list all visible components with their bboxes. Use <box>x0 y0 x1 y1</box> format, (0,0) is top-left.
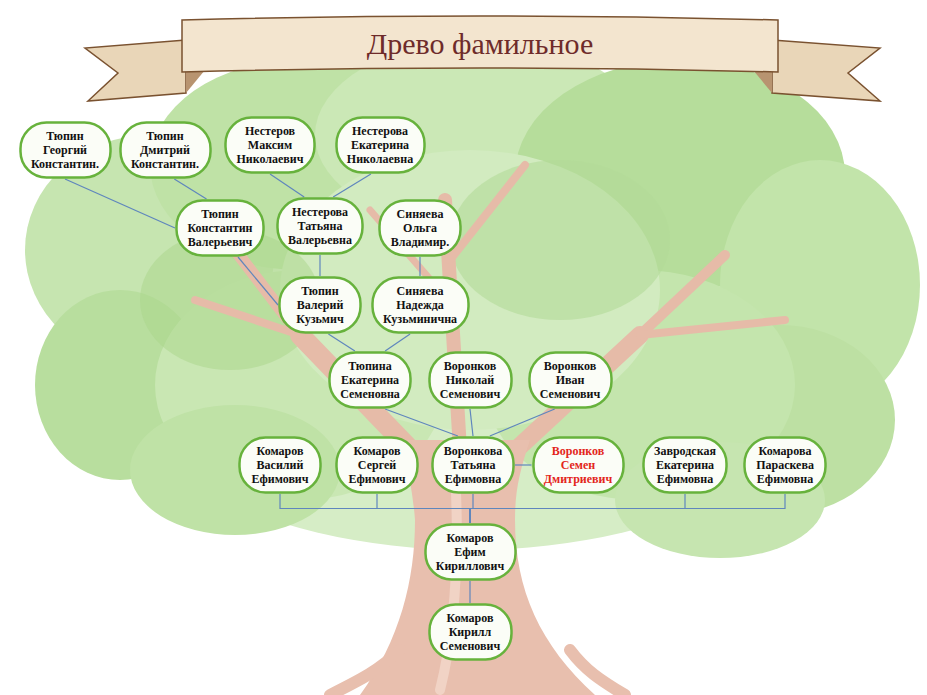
node-oval <box>330 353 411 408</box>
relation-line <box>238 257 278 305</box>
person-name: Завродская Екатерина Ефимовна <box>654 444 716 486</box>
person-name: Комаров Ефим Кириллович <box>436 531 505 573</box>
person-node: Синяева Ольга Владимир. <box>378 199 462 257</box>
relation-line <box>319 255 320 276</box>
node-oval <box>644 438 727 493</box>
banner-tail <box>85 40 186 101</box>
person-node: Тюпин Константин Валерьевич <box>175 199 265 257</box>
person-node: Воронкова Татьяна Ефимовна <box>431 436 515 494</box>
banner-band <box>182 16 778 72</box>
person-name: Комаров Сергей Ефимович <box>348 444 405 486</box>
person-name: Воронков Семен Дмитриевич <box>544 444 612 486</box>
banner-fold <box>753 70 772 93</box>
relation-line <box>490 409 555 436</box>
person-node: Воронков Николай Семенович <box>428 351 513 409</box>
relation-line <box>515 464 532 465</box>
person-name: Нестеров Максим Николаевич <box>236 124 303 166</box>
relation-line <box>385 409 458 436</box>
person-name: Комарова Параскева Ефимовна <box>756 444 814 486</box>
node-oval <box>380 201 461 256</box>
person-node: Тюпина Екатерина Семеновна <box>328 351 412 409</box>
relation-line <box>333 174 371 197</box>
diagram-title: Древо фамильное <box>182 20 778 68</box>
title-banner <box>85 16 880 101</box>
relation-line <box>270 174 304 197</box>
person-name: Воронков Николай Семенович <box>440 359 500 401</box>
person-node: Комаров Кирилл Семенович <box>428 603 513 661</box>
canopy-blob <box>450 160 670 320</box>
person-name: Синяева Надежда Кузьминична <box>383 284 457 326</box>
node-oval <box>20 123 110 178</box>
person-name: Тюпин Валерий Кузьмич <box>296 284 343 326</box>
person-node: Комаров Ефим Кириллович <box>424 523 517 581</box>
node-oval <box>425 525 515 580</box>
person-node: Тюпин Георгий Константин. <box>19 121 112 179</box>
tree-branch <box>640 320 785 335</box>
person-name: Комаров Василий Ефимович <box>251 444 308 486</box>
banner-tail <box>772 40 880 101</box>
node-oval <box>533 438 623 493</box>
person-name: Нестерова Татьяна Валерьевна <box>288 205 352 247</box>
relation-line <box>470 494 785 523</box>
person-node: Нестерова Татьяна Валерьевна <box>276 197 364 255</box>
person-name: Комаров Кирилл Семенович <box>440 611 500 653</box>
banner-fold <box>186 70 205 93</box>
person-name: Тюпина Екатерина Семеновна <box>340 359 400 401</box>
relation-line <box>470 409 473 436</box>
node-oval <box>372 278 468 333</box>
relation-line <box>469 581 470 603</box>
node-oval <box>336 118 424 173</box>
person-node: Комарова Параскева Ефимовна <box>743 436 827 494</box>
tree-branch <box>640 255 725 335</box>
person-node: Воронков Иван Семенович <box>528 351 613 409</box>
canopy-blob <box>130 405 340 535</box>
person-node: Нестерова Екатерина Николаевна <box>335 116 426 174</box>
relation-line <box>419 257 420 276</box>
person-name: Синяева Ольга Владимир. <box>391 207 449 249</box>
person-node: Комаров Сергей Ефимович <box>335 436 419 494</box>
person-name: Нестерова Екатерина Николаевна <box>347 124 413 166</box>
node-oval <box>278 199 363 254</box>
relation-line <box>280 494 470 523</box>
person-name: Тюпин Константин Валерьевич <box>187 207 252 249</box>
person-node: Тюпин Дмитрий Константин. <box>119 121 212 179</box>
node-oval <box>177 201 264 256</box>
relation-line <box>328 334 354 351</box>
tree-trunk <box>195 165 785 695</box>
person-node: Тюпин Валерий Кузьмич <box>278 276 362 334</box>
node-oval <box>226 118 315 173</box>
person-node: Синяева Надежда Кузьминична <box>371 276 470 334</box>
person-name: Тюпин Дмитрий Константин. <box>131 129 199 171</box>
person-node: Нестеров Максим Николаевич <box>224 116 316 174</box>
node-oval <box>120 123 210 178</box>
node-oval <box>433 438 514 493</box>
person-node: Завродская Екатерина Ефимовна <box>642 436 728 494</box>
node-oval <box>280 278 361 333</box>
tree-branch <box>450 165 525 260</box>
node-oval <box>429 353 511 408</box>
relation-line <box>65 179 175 228</box>
node-oval <box>240 438 321 493</box>
node-oval <box>429 605 511 660</box>
person-node: Комаров Василий Ефимович <box>238 436 322 494</box>
tree-canopy <box>25 40 920 558</box>
person-name: Тюпин Георгий Константин. <box>31 129 99 171</box>
tree-root <box>570 650 625 695</box>
relation-line <box>385 334 410 351</box>
node-oval <box>745 438 826 493</box>
node-oval <box>529 353 611 408</box>
person-name: Воронков Иван Семенович <box>540 359 600 401</box>
relation-line <box>174 179 206 199</box>
person-name: Воронкова Татьяна Ефимовна <box>444 444 503 486</box>
node-oval <box>337 438 418 493</box>
tree-root <box>330 650 400 695</box>
relation-line <box>377 494 470 523</box>
person-node: Воронков Семен Дмитриевич <box>532 436 625 494</box>
